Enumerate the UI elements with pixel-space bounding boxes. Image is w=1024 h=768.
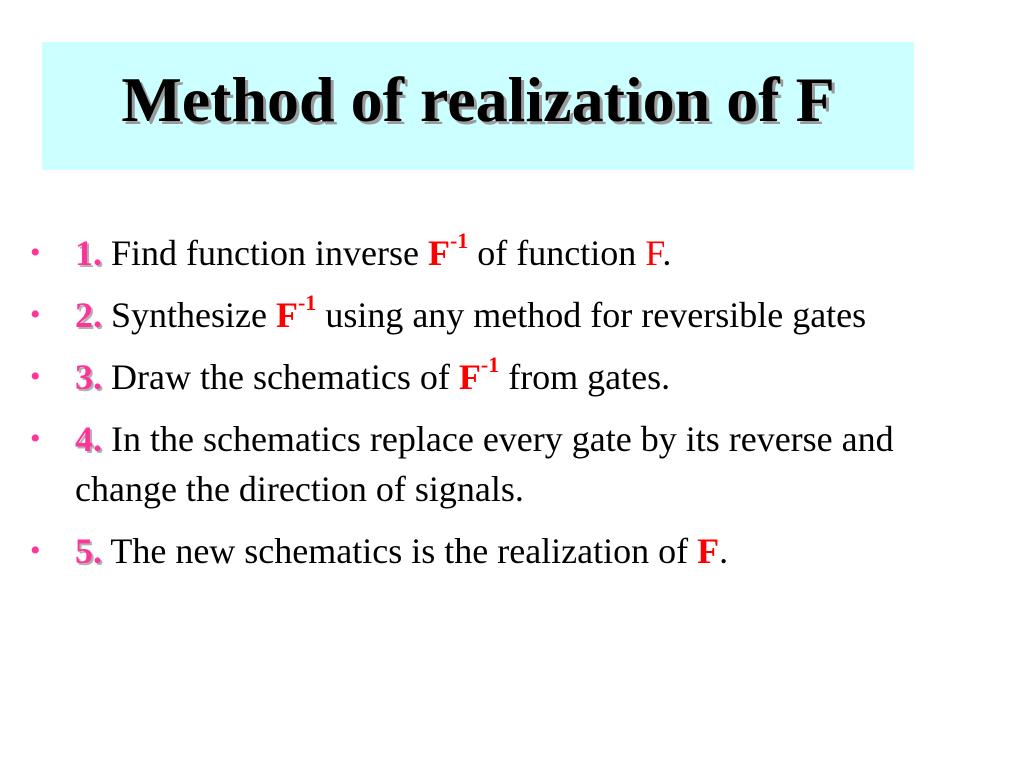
item-text: .: [719, 531, 729, 571]
title-box: Method of realization of F: [42, 42, 914, 170]
bullet-list: • 1. Find function inverse F-1 of functi…: [30, 228, 1000, 588]
item-text: of function: [468, 233, 646, 273]
item-text: Synthesize: [102, 295, 276, 335]
item-text: using any method for reversible gates: [316, 295, 867, 335]
inverse-superscript: -1: [297, 290, 317, 315]
function-symbol: F: [697, 531, 720, 571]
list-item: • 5. The new schematics is the realizati…: [30, 526, 1000, 576]
bullet-icon: •: [30, 298, 41, 331]
function-symbol: F: [427, 233, 450, 273]
function-symbol: F: [458, 357, 481, 397]
slide-title: Method of realization of F: [121, 64, 835, 135]
item-text: The new schematics is the realization of: [102, 531, 698, 571]
inverse-superscript: -1: [449, 228, 469, 253]
item-number: 4.: [75, 419, 102, 459]
item-text: Draw the schematics of: [102, 357, 459, 397]
item-text: .: [662, 233, 672, 273]
bullet-icon: •: [30, 360, 41, 393]
item-text: In the schematics replace every gate by …: [75, 419, 894, 509]
item-number: 3.: [75, 357, 102, 397]
list-item: • 3. Draw the schematics of F-1 from gat…: [30, 352, 1000, 402]
bullet-icon: •: [30, 422, 41, 455]
bullet-icon: •: [30, 534, 41, 567]
list-item: • 4. In the schematics replace every gat…: [30, 414, 1000, 514]
function-symbol: F: [645, 233, 663, 273]
item-text: Find function inverse: [102, 233, 428, 273]
function-symbol: F: [275, 295, 298, 335]
list-item: • 2. Synthesize F-1 using any method for…: [30, 290, 1000, 340]
item-number: 5.: [75, 531, 102, 571]
list-item: • 1. Find function inverse F-1 of functi…: [30, 228, 1000, 278]
item-number: 2.: [75, 295, 102, 335]
inverse-superscript: -1: [480, 352, 500, 377]
item-number: 1.: [75, 233, 102, 273]
item-text: from gates.: [499, 357, 671, 397]
bullet-icon: •: [30, 236, 41, 269]
